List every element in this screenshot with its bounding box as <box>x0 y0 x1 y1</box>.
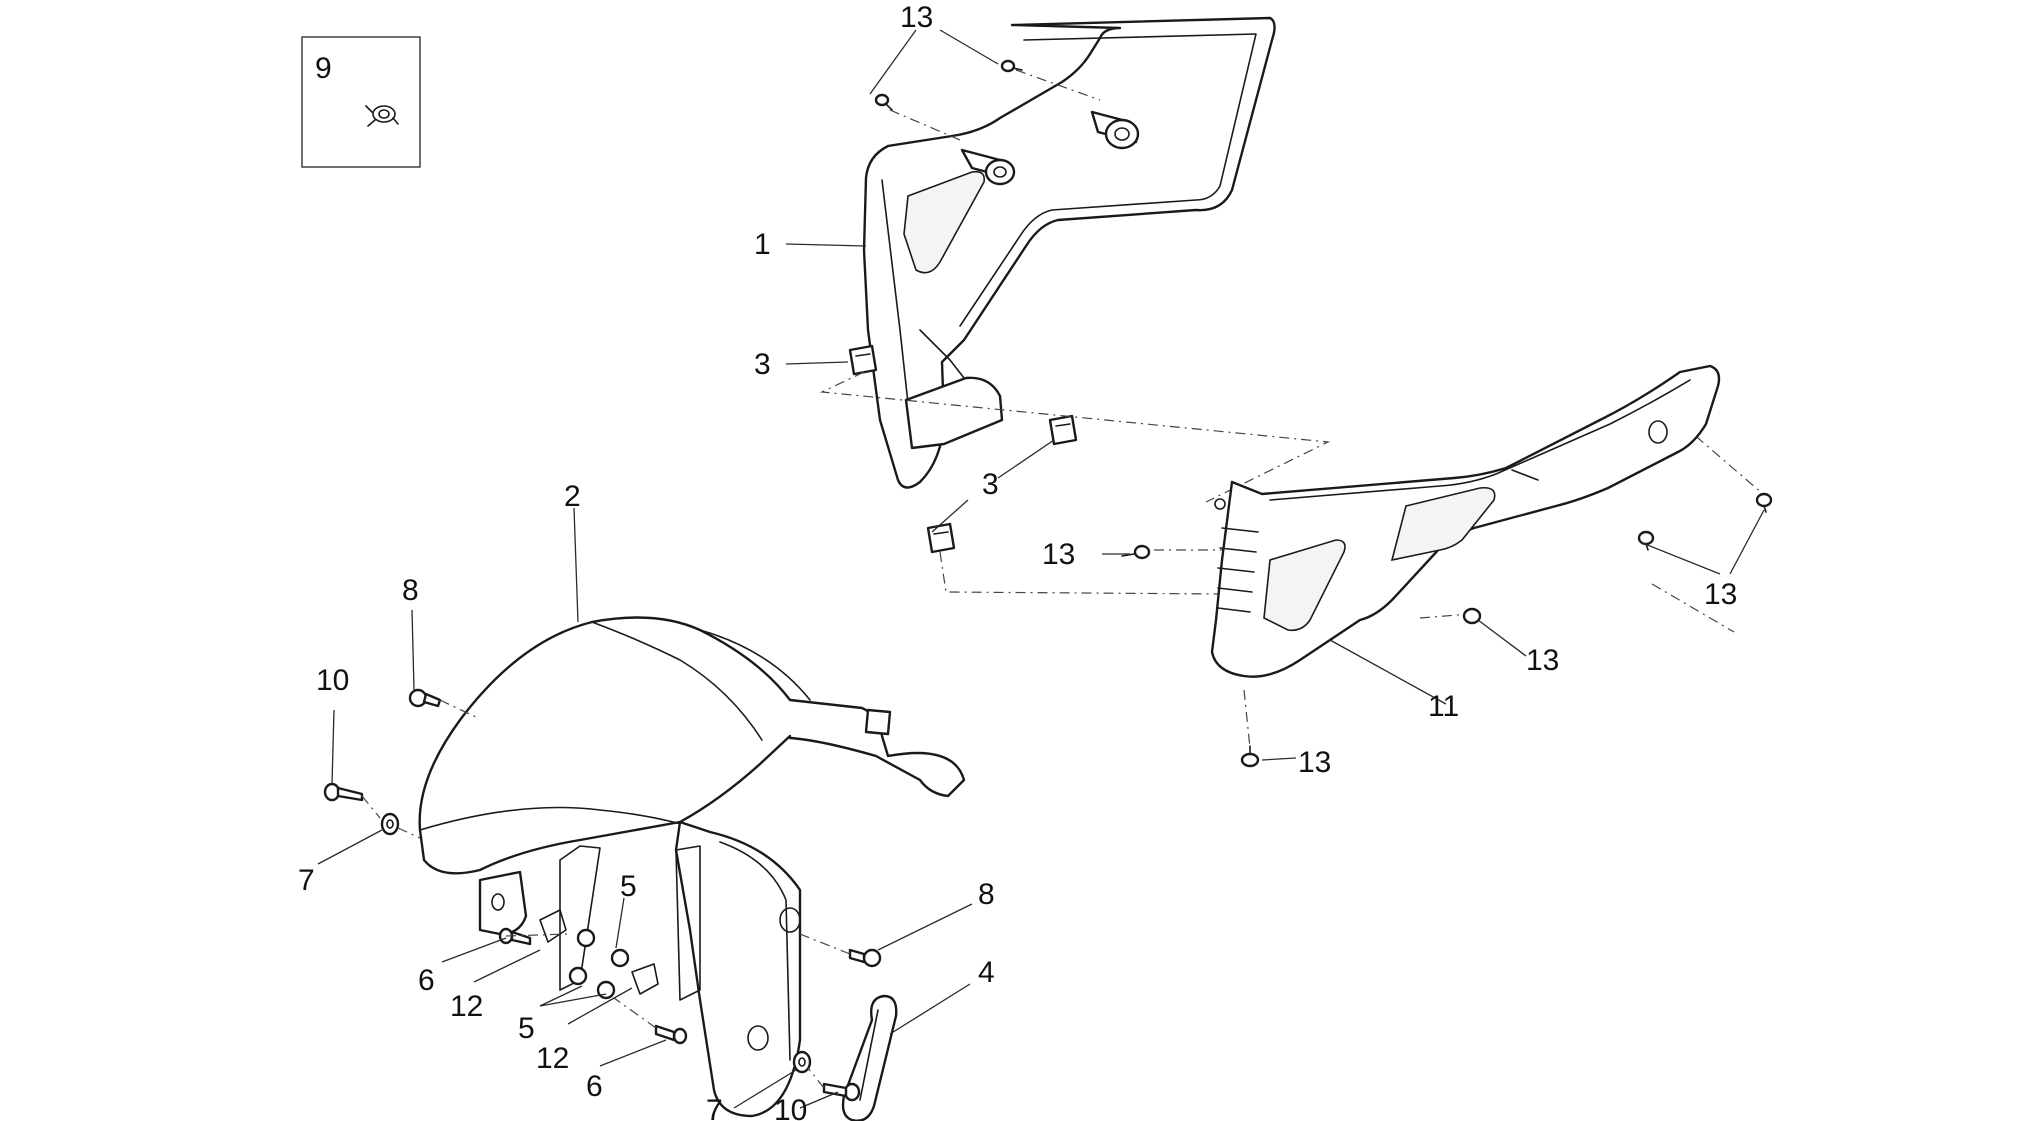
screw-13-top-right <box>1000 59 1023 73</box>
align-line-2 <box>889 109 961 141</box>
screw-13-panel-right-mid <box>1637 530 1655 551</box>
boss-upper-left <box>960 148 1016 186</box>
align-line-6 <box>1651 583 1735 633</box>
clamp-12-upper <box>539 909 567 943</box>
callout-7-left: 7 <box>298 864 315 897</box>
callout-1: 1 <box>754 228 771 261</box>
part-4-reflector <box>841 994 898 1121</box>
part-11-side-panel <box>1210 364 1721 678</box>
screw-13-top-left <box>874 93 893 111</box>
callout-9: 9 <box>315 52 332 85</box>
bolt-6-right <box>654 1024 688 1045</box>
callout-8-left: 8 <box>402 574 419 607</box>
align-line-4 <box>939 551 1225 595</box>
callout-6-left: 6 <box>418 964 435 997</box>
callout-6-right: 6 <box>586 1070 603 1103</box>
bolt-8-left <box>408 688 442 708</box>
leader-lines <box>317 29 1765 1109</box>
callout-13-panel-mid: 13 <box>1526 644 1559 677</box>
callout-3-lower: 3 <box>982 468 999 501</box>
callout-3-upper: 3 <box>754 348 771 381</box>
callout-10-right: 10 <box>774 1094 807 1121</box>
screw-13-panel-right-top <box>1755 492 1773 513</box>
clip-3-upper <box>848 344 878 376</box>
washer-7-right <box>792 1050 812 1074</box>
mount-hole <box>1648 420 1668 444</box>
align-line-3 <box>819 371 1331 503</box>
callout-labels: 13 1 3 3 13 13 13 13 11 2 8 10 7 5 6 12 … <box>298 1 1737 1121</box>
callout-13-panel-bottom: 13 <box>1298 746 1331 779</box>
align-line-1 <box>1015 69 1101 101</box>
nut-5-d <box>596 980 616 1000</box>
callout-5-lower: 5 <box>518 1012 535 1045</box>
inset-part-9: 9 <box>301 36 421 168</box>
callout-10-left: 10 <box>316 664 349 697</box>
screw-13-panel-left <box>1121 544 1151 560</box>
clamp-12-lower <box>631 963 659 995</box>
callout-2: 2 <box>564 480 581 513</box>
nut-5-c <box>568 966 588 986</box>
callout-11: 11 <box>1428 690 1459 723</box>
bolt-10-left <box>323 782 364 802</box>
hole-upper <box>779 907 801 933</box>
callout-5-upper: 5 <box>620 870 637 903</box>
callout-8-right: 8 <box>978 878 995 911</box>
clip-3-lower <box>926 522 956 554</box>
align-line-7 <box>1683 425 1771 501</box>
align-line-9 <box>1419 613 1471 619</box>
nut-5-b <box>610 948 630 968</box>
boss-upper-right <box>1090 110 1140 150</box>
screw-13-panel-bottom <box>1462 607 1482 625</box>
hole-lower <box>747 1025 769 1051</box>
callout-4: 4 <box>978 956 995 989</box>
align-line-8 <box>1243 689 1251 749</box>
part-1-side-panel <box>862 16 1276 489</box>
callout-13-panel-right: 13 <box>1704 578 1737 611</box>
bolt-10-right <box>822 1082 861 1102</box>
callout-7-right: 7 <box>706 1094 723 1121</box>
callout-12-upper: 12 <box>450 990 483 1023</box>
callout-13-panel-left: 13 <box>1042 538 1075 571</box>
callout-12-lower: 12 <box>536 1042 569 1075</box>
screw-13-panel-lowest <box>1240 745 1260 768</box>
washer-7-left <box>380 812 400 836</box>
callout-13-top: 13 <box>900 1 933 34</box>
clip-part <box>365 105 399 127</box>
nut-5-a <box>576 928 596 948</box>
part-2-mudguard <box>418 616 966 1118</box>
clip-3-right <box>1048 414 1078 446</box>
bolt-8-right <box>848 948 882 968</box>
